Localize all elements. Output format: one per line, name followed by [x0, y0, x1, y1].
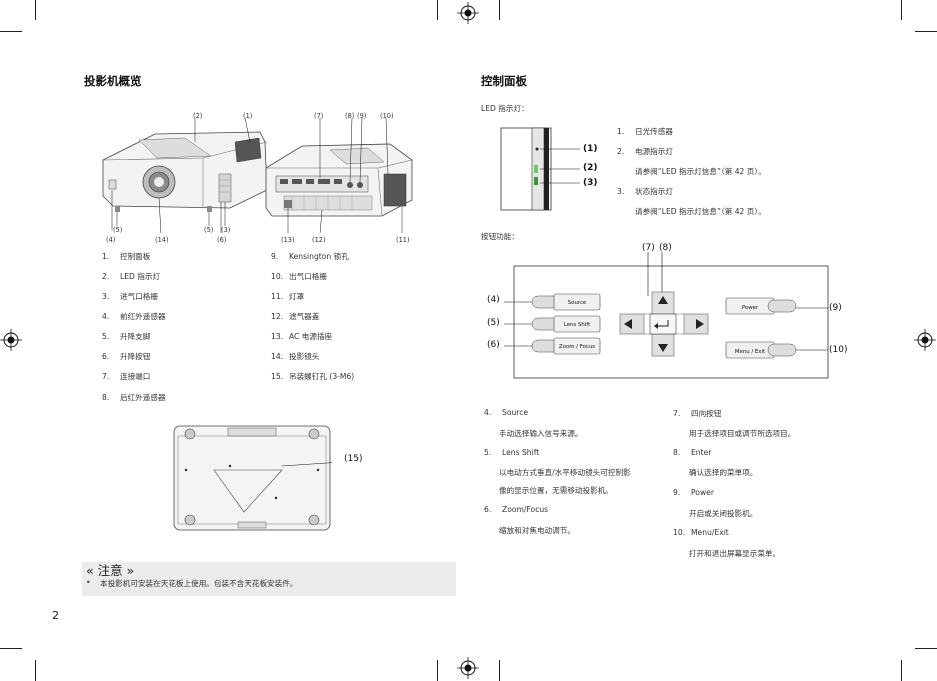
list-item: 15.吊装螺钉孔 (3-M6) [271, 372, 355, 381]
registration-mark-icon [457, 657, 479, 679]
list-item: 5.升降支脚 [102, 332, 151, 341]
callout-label: (10) [829, 345, 848, 355]
led-section-label: LED 指示灯： [481, 104, 529, 113]
callout-label: (9) [357, 112, 367, 120]
list-item: 9.Kensington 锁孔 [271, 252, 349, 261]
callout-label: (1) [243, 112, 253, 120]
callout-label: (7) [314, 112, 324, 120]
zoom-focus-button-label: Zoom / Focus [559, 344, 595, 350]
callout-label: (4) [106, 236, 116, 244]
callout-label: (12) [312, 236, 326, 244]
list-item: 5.Lens Shift [484, 448, 540, 457]
crop-mark [499, 660, 500, 681]
crop-mark [437, 660, 438, 681]
list-item: 10.Menu/Exit [673, 528, 729, 537]
led-callout-1: (1) [583, 144, 598, 154]
list-item: 8.Enter [673, 448, 712, 457]
page-title-control-panel: 控制面板 [481, 74, 527, 88]
list-item-description: 用于选择项目或调节所选项目。 [689, 429, 796, 438]
list-item: 14.投影镜头 [271, 352, 320, 361]
callout-label: (13) [281, 236, 295, 244]
registration-mark-icon [0, 329, 22, 351]
callout-label: (9) [829, 303, 842, 313]
callout-label: (5) [113, 226, 123, 234]
callout-label: (10) [380, 112, 394, 120]
note-title: « 注意 » [86, 563, 135, 578]
callout-label: (2) [193, 112, 203, 120]
list-item: 11.灯罩 [271, 292, 305, 301]
page-title-overview: 投影机概览 [84, 74, 142, 88]
list-item: 10.出气口格栅 [271, 272, 327, 281]
crop-mark [0, 648, 22, 649]
crop-mark [35, 660, 36, 681]
callout-label: (5) [204, 226, 214, 234]
power-button-label: Power [742, 305, 759, 311]
projector-front-illustration [102, 118, 268, 233]
callout-label: (6) [217, 236, 227, 244]
list-item-description: 打开和退出屏幕显示菜单。 [689, 549, 781, 558]
callout-label: (14) [155, 236, 169, 244]
lens-shift-button-label: Lens Shift [564, 322, 590, 328]
list-item: 2.LED 指示灯 [102, 272, 161, 281]
crop-mark [915, 31, 937, 32]
led-panel-illustration [500, 127, 580, 211]
list-item-description: 像的显示位置，无需移动投影机。 [499, 486, 613, 495]
list-item: 1.日光传感器 [617, 127, 673, 136]
list-item: 7.四向按钮 [673, 409, 722, 418]
list-item: 13.AC 电源插座 [271, 332, 333, 341]
list-item: 请参阅“LED 指示灯信息”（第 42 页）。 [635, 167, 766, 176]
list-item: 4.Source [484, 408, 529, 417]
crop-mark [437, 0, 438, 20]
list-item: 4.前红外遥感器 [102, 312, 166, 321]
led-callout-2: (2) [583, 163, 598, 173]
list-item-description: 缩放和对焦电动调节。 [499, 526, 575, 535]
callout-label: (7) [642, 243, 655, 253]
button-panel-illustration: Source Lens Shift Zoom / Focus Power Men… [504, 252, 829, 379]
note-text: 本投影机可安装在天花板上使用。包装不含天花板安装件。 [100, 579, 298, 588]
button-section-label: 按钮功能： [481, 232, 519, 241]
led-callout-3: (3) [583, 178, 598, 188]
crop-mark [499, 0, 500, 20]
list-item-description: 以电动方式垂直/水平移动镜头可控制影 [499, 468, 631, 477]
callout-label: (8) [345, 112, 355, 120]
list-item-description: 开启或关闭投影机。 [689, 509, 758, 518]
list-item: 1.控制面板 [102, 252, 151, 261]
list-item: 3.进气口格栅 [102, 292, 158, 301]
crop-mark [901, 660, 902, 681]
bullet: • [86, 578, 91, 587]
crop-mark [0, 31, 22, 32]
source-button-label: Source [568, 300, 587, 306]
list-item: 3.状态指示灯 [617, 187, 673, 196]
crop-mark [915, 648, 937, 649]
callout-label: (11) [396, 236, 410, 244]
list-item: 2.电源指示灯 [617, 147, 673, 156]
callout-label: (5) [487, 318, 500, 328]
crop-mark [901, 0, 902, 20]
registration-mark-icon [457, 2, 479, 24]
callout-label: (3) [221, 226, 231, 234]
note-box [82, 562, 456, 596]
projector-rear-illustration [265, 118, 413, 233]
list-item: 9.Power [673, 488, 714, 497]
list-item: 7.连接端口 [102, 372, 151, 381]
page-number: 2 [52, 609, 59, 622]
list-item: 请参阅“LED 指示灯信息”（第 42 页）。 [635, 207, 766, 216]
callout-label: (15) [344, 454, 363, 464]
projector-bottom-illustration [173, 425, 332, 531]
list-item-description: 手动选择输入信号来源。 [499, 429, 583, 438]
list-item: 6.Zoom/Focus [484, 505, 549, 514]
list-item: 12.滤气器盖 [271, 312, 320, 321]
menu-exit-button-label: Menu / Exit [735, 349, 765, 355]
registration-mark-icon [914, 329, 936, 351]
crop-mark [35, 0, 36, 20]
list-item: 6.升降按钮 [102, 352, 151, 361]
list-item-description: 确认选择的菜单项。 [689, 468, 758, 477]
callout-label: (6) [487, 340, 500, 350]
callout-label: (4) [487, 295, 500, 305]
list-item: 8.后红外遥感器 [102, 393, 166, 402]
callout-label: (8) [659, 243, 672, 253]
